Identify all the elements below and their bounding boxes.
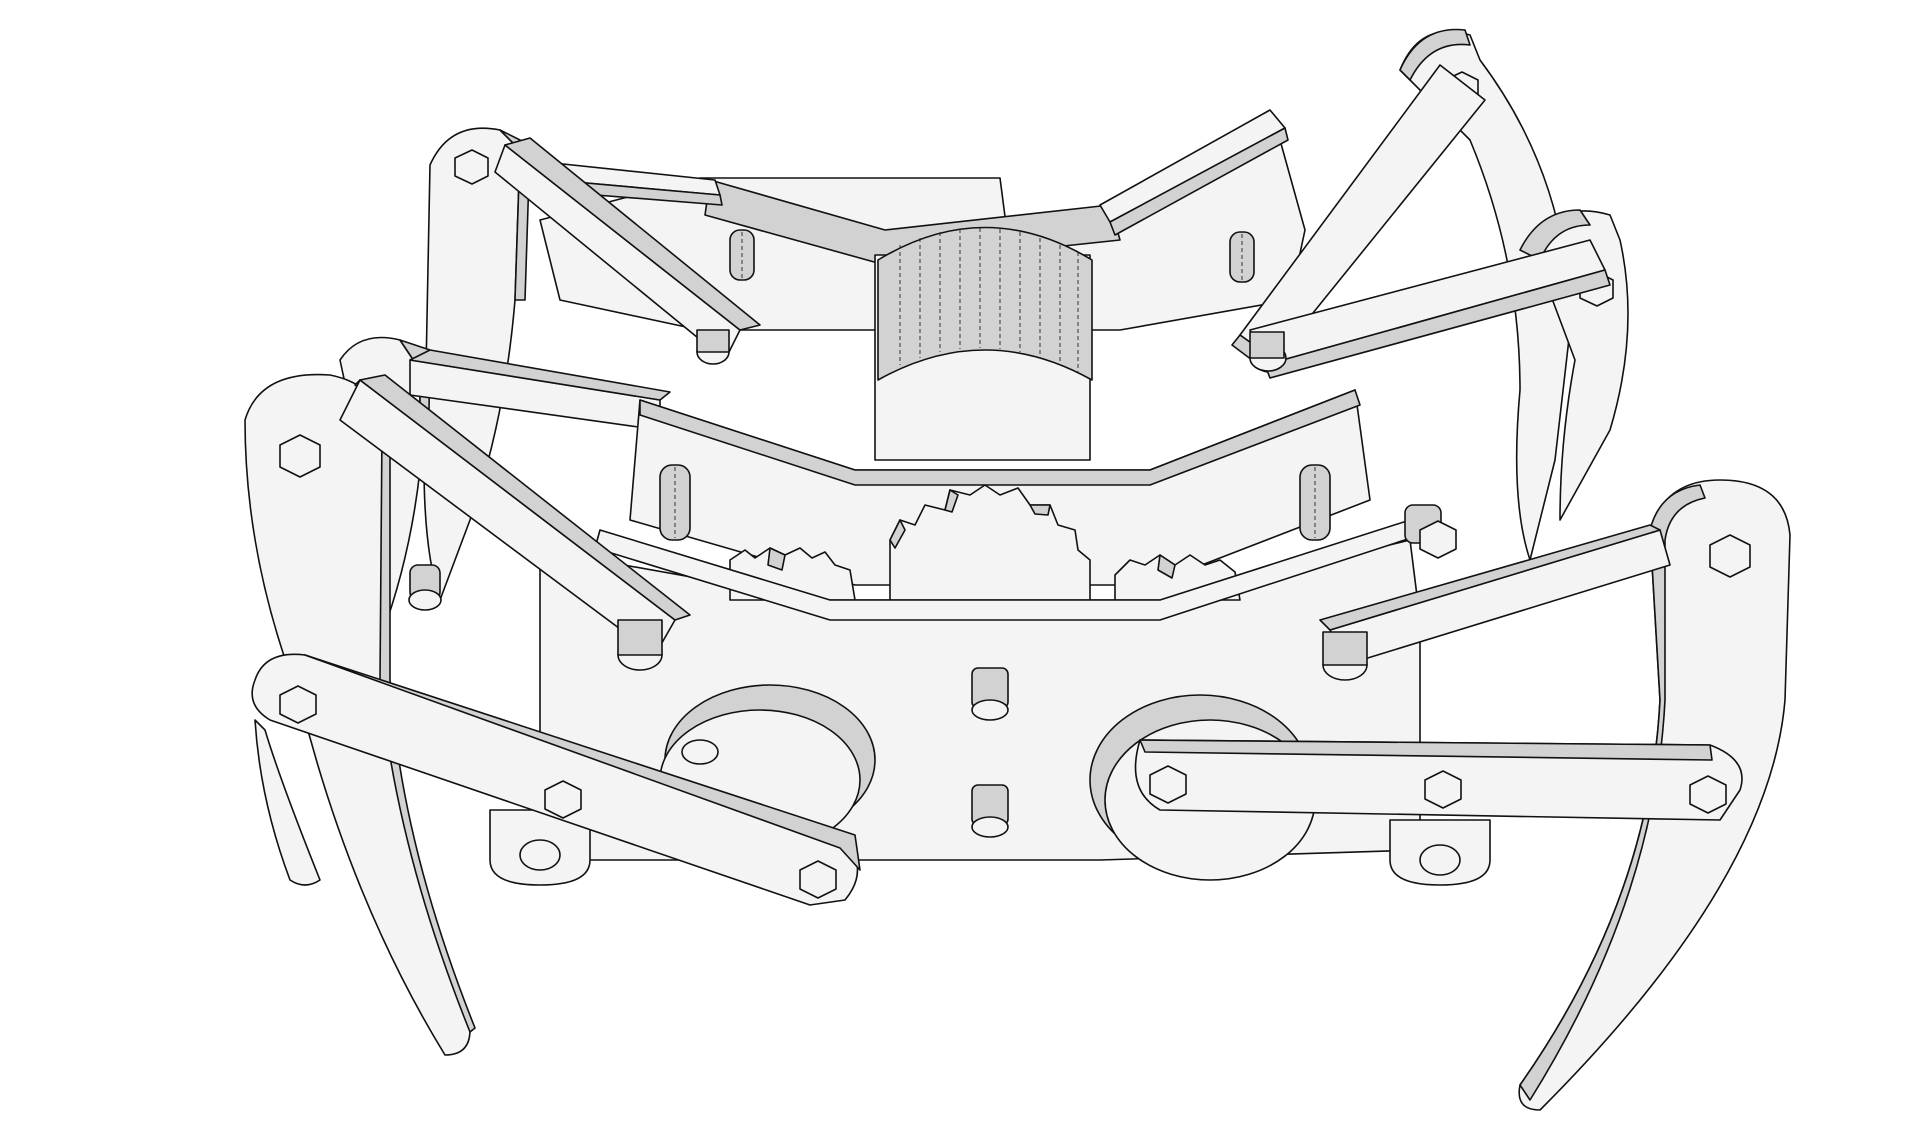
back-left-crank-link — [494, 137, 761, 365]
rear-pin-right — [1229, 231, 1255, 283]
left-foot-tab — [489, 809, 591, 886]
rear-upper-rail-right — [1099, 109, 1289, 236]
rear-pin-left — [729, 229, 755, 281]
center-drum — [874, 226, 1093, 461]
center-gear — [889, 484, 1091, 601]
middle-pin-right — [1299, 464, 1331, 541]
front-right-upper-link — [1319, 524, 1671, 681]
front-right-lower-bar — [1134, 739, 1743, 821]
hex-nut — [279, 685, 317, 724]
front-left-lower-bar — [251, 653, 861, 906]
front-left-inner-leg — [254, 719, 321, 886]
front-left-upper-link — [339, 374, 691, 671]
chassis-pin-upper — [971, 667, 1009, 721]
hex-nut — [454, 149, 489, 185]
hex-nut — [544, 780, 582, 819]
side-pin-left — [408, 564, 442, 611]
hex-nut — [279, 434, 321, 478]
chassis-pin-lower — [971, 784, 1009, 838]
hex-nut — [1149, 765, 1187, 804]
middle-pin-left — [659, 464, 691, 541]
hex-nut — [1709, 534, 1751, 578]
middle-right-link — [1249, 239, 1611, 379]
right-foot-tab — [1389, 819, 1491, 886]
hex-nut — [1419, 520, 1457, 559]
side-pin-right — [1404, 504, 1457, 559]
middle-frame-plate — [629, 389, 1371, 586]
hex-nut — [1424, 770, 1462, 809]
hex-nut — [1689, 775, 1727, 814]
hex-nut — [799, 860, 837, 899]
